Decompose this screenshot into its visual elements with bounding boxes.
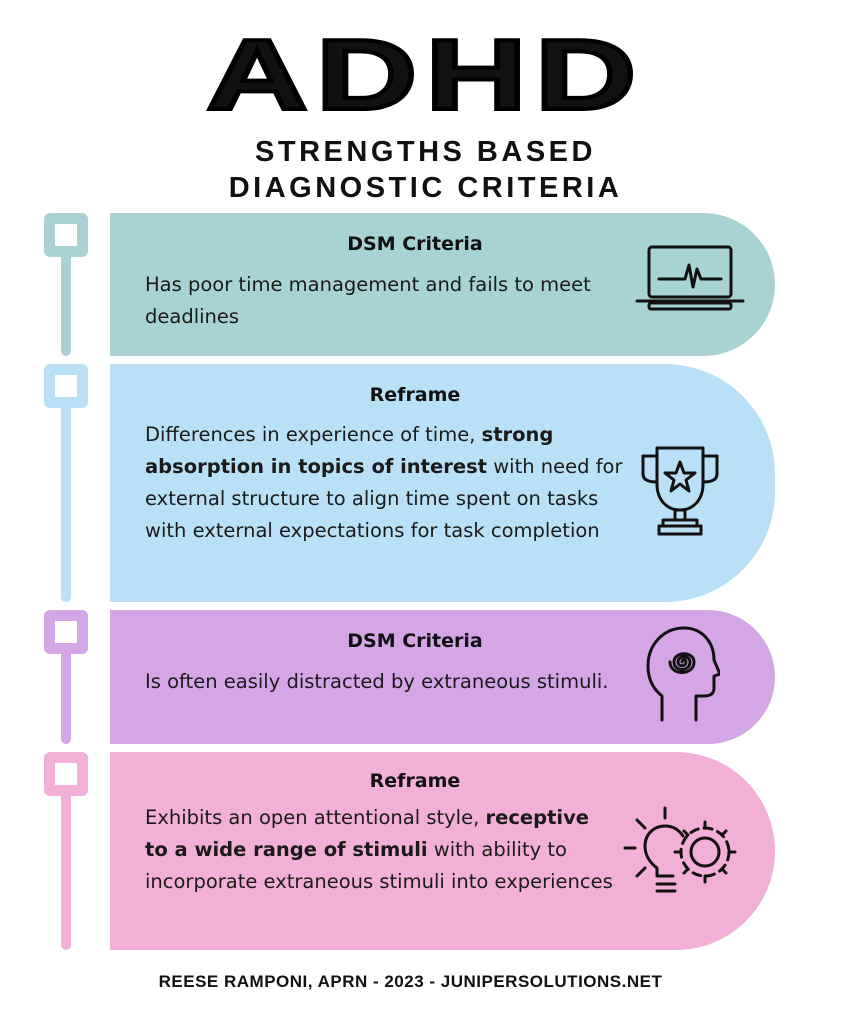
laptop-heartbeat-icon: [635, 245, 745, 311]
section-text: Is often easily distracted by extraneous…: [145, 670, 609, 693]
section-reframe-attention: Reframe Exhibits an open attentional sty…: [110, 752, 775, 950]
text-bold: receptive to a wide range of stimuli: [145, 806, 590, 861]
timeline-line-3: [61, 646, 71, 744]
section-text: Exhibits an open attentional style, rece…: [145, 802, 615, 898]
footer-credit: REESE RAMPONI, APRN - 2023 - JUNIPERSOLU…: [158, 972, 663, 991]
main-title: ADHD: [204, 18, 645, 132]
subtitle-line-2: DIAGNOSTIC CRITERIA: [228, 172, 623, 204]
head-spiral-icon: [646, 626, 720, 722]
timeline-line-4: [61, 788, 71, 950]
section-heading: DSM Criteria: [347, 233, 483, 255]
timeline-line-1: [61, 250, 71, 356]
section-heading: DSM Criteria: [347, 630, 483, 652]
section-heading: Reframe: [369, 384, 461, 406]
timeline-marker-1: [44, 213, 88, 257]
lightbulb-gear-icon: [623, 806, 737, 893]
subtitle-line-1: STRENGTHS BASED: [255, 136, 596, 168]
section-dsm-distraction: DSM Criteria Is often easily distracted …: [110, 610, 775, 744]
text-part: Differences in experience of time,: [145, 423, 482, 446]
section-dsm-time: DSM Criteria Has poor time management an…: [110, 213, 775, 356]
text-part: Exhibits an open attentional style,: [145, 806, 486, 829]
text-part: with need for external structure to alig…: [145, 455, 623, 542]
text-bold: strong absorption in topics of interest: [145, 423, 554, 478]
section-reframe-time: Reframe Differences in experience of tim…: [110, 364, 775, 602]
trophy-star-icon: [641, 446, 719, 536]
section-text: Differences in experience of time, stron…: [145, 419, 635, 547]
timeline-line-2: [61, 400, 71, 602]
section-text: Has poor time management and fails to me…: [145, 273, 591, 328]
section-heading: Reframe: [369, 770, 461, 792]
text-part: with ability to incorporate extraneous s…: [145, 838, 613, 893]
